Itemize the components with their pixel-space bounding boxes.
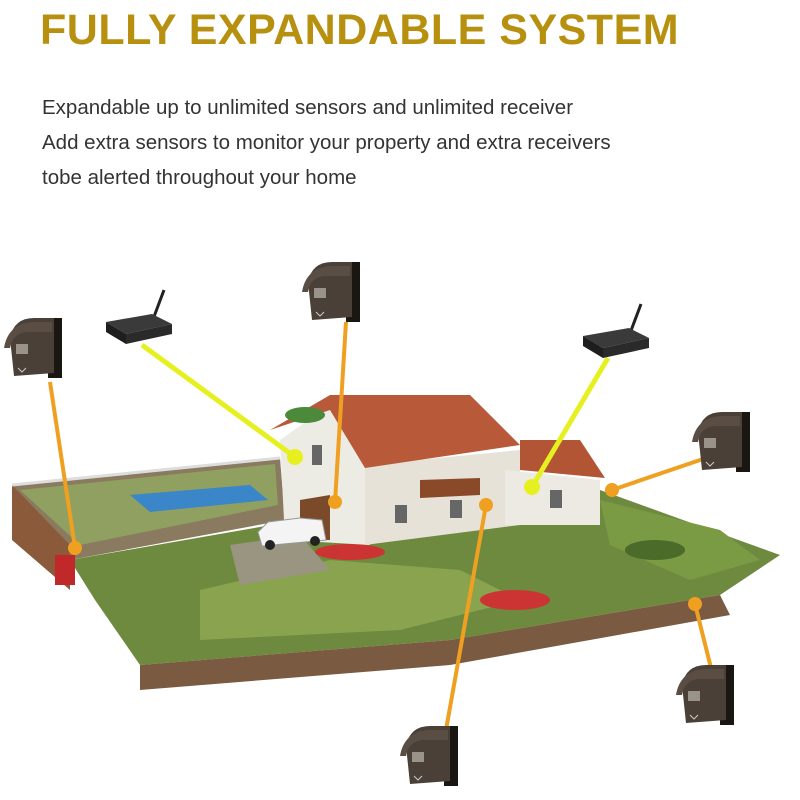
- motion-sensor-icon: [691, 411, 751, 473]
- wireless-receiver-icon: [104, 288, 174, 346]
- front-lawn: [55, 490, 780, 690]
- receiver-links: [140, 342, 611, 495]
- motion-sensor-icon: [3, 317, 63, 379]
- description: Expandable up to unlimited sensors and u…: [42, 90, 611, 195]
- page-title: FULLY EXPANDABLE SYSTEM: [40, 6, 680, 54]
- motion-sensor-icon: [675, 664, 735, 726]
- description-line: tobe alerted throughout your home: [42, 166, 357, 189]
- wireless-receiver-icon: [581, 302, 651, 360]
- car: [257, 517, 327, 550]
- description-line: Add extra sensors to monitor your proper…: [42, 131, 611, 154]
- motion-sensor-icon: [399, 725, 459, 787]
- motion-sensor-icon: [301, 261, 361, 323]
- description-line: Expandable up to unlimited sensors and u…: [42, 96, 574, 119]
- sensor-links: [48, 321, 713, 731]
